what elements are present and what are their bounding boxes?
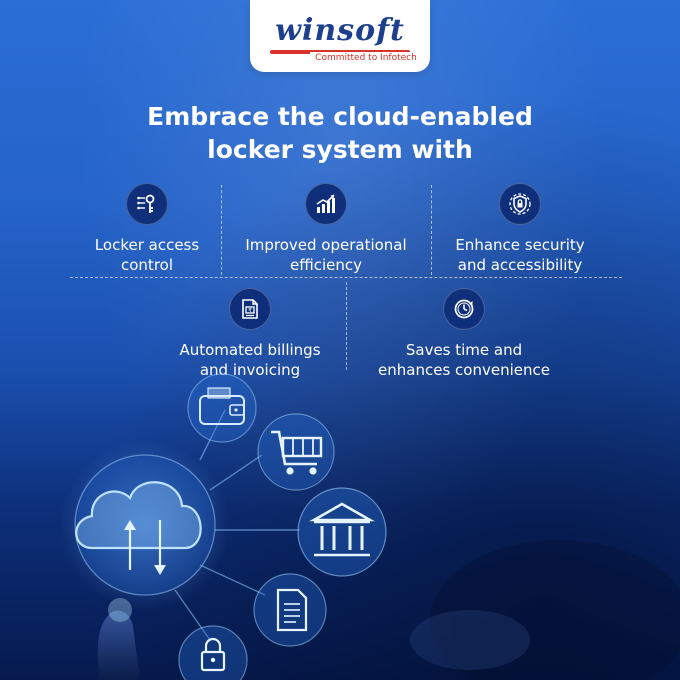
headline: Embrace the cloud-enabled locker system …	[90, 100, 590, 166]
feature-saves-time: Saves time and enhances convenience	[356, 288, 572, 380]
feature-label-line-1: Enhance security	[455, 236, 585, 254]
divider-vertical-3	[346, 282, 347, 370]
brand-tagline: Committed to Infotech	[310, 52, 422, 64]
feature-label-line-1: Improved operational	[245, 236, 407, 254]
headline-line-1: Embrace the cloud-enabled	[147, 102, 533, 131]
headline-line-2: locker system with	[207, 135, 473, 164]
cloud-glow	[60, 440, 230, 610]
feature-label-line-1: Automated billings	[179, 341, 321, 359]
feature-operational-efficiency: Improved operational efficiency	[225, 183, 427, 275]
svg-text:₹: ₹	[248, 307, 252, 314]
brand-name: winsoft	[275, 13, 405, 48]
padlock-icon	[178, 625, 248, 680]
feature-label-line-2: efficiency	[289, 256, 362, 274]
feature-locker-access: Locker access control	[72, 183, 222, 275]
divider-vertical-1	[221, 185, 222, 275]
key-circuit-icon	[126, 183, 168, 225]
cloud-network-illustration	[60, 373, 680, 680]
feature-label-line-1: Locker access	[94, 236, 200, 254]
feature-label-line-2: and accessibility	[457, 256, 583, 274]
pointing-hand	[97, 610, 140, 680]
clock-icon	[443, 288, 485, 330]
wallet-icon	[187, 373, 257, 443]
bank-icon	[297, 487, 387, 577]
divider-vertical-2	[431, 185, 432, 275]
growth-chart-icon	[305, 183, 347, 225]
feature-label-line-2: and invoicing	[199, 361, 301, 379]
feature-label-line-2: enhances convenience	[378, 361, 550, 379]
feature-security: Enhance security and accessibility	[438, 183, 602, 275]
document-icon	[253, 573, 327, 647]
shopping-cart-icon	[257, 413, 335, 491]
feature-automated-billing: ₹ Automated billings and invoicing	[160, 288, 340, 380]
shield-lock-icon	[499, 183, 541, 225]
feature-label-line-1: Saves time and	[405, 341, 523, 359]
divider-horizontal	[70, 277, 622, 278]
feature-label-line-2: control	[121, 256, 173, 274]
brand-logo[interactable]: winsoft Committed to Infotech	[250, 0, 430, 72]
cloud-upload-download-icon	[75, 481, 202, 575]
invoice-icon: ₹	[229, 288, 271, 330]
